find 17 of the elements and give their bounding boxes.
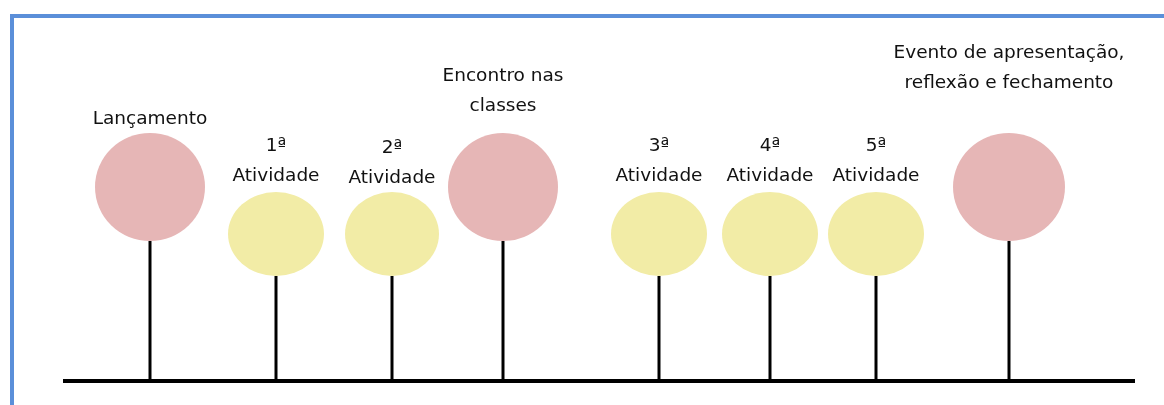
- milestone-label: 3ª Atividade: [614, 133, 704, 187]
- stem-line: [148, 241, 152, 379]
- timeline-axis: [63, 379, 1135, 383]
- stem-line: [274, 276, 278, 379]
- stem-line: [874, 276, 878, 379]
- milestone-label: Lançamento: [92, 106, 208, 130]
- milestone-label: 5ª Atividade: [831, 133, 921, 187]
- milestone-label: Encontro nas classes: [441, 63, 565, 117]
- milestone-label: 1ª Atividade: [231, 133, 321, 187]
- stem-line: [390, 276, 394, 379]
- milestone-label: 4ª Atividade: [725, 133, 815, 187]
- stem-line: [501, 241, 505, 379]
- milestone-label: 2ª Atividade: [347, 135, 437, 189]
- stem-line: [768, 276, 772, 379]
- stem-line: [657, 276, 661, 379]
- stem-line: [1007, 241, 1011, 379]
- milestone-label: Evento de apresentação, reflexão e fechamento: [892, 40, 1126, 94]
